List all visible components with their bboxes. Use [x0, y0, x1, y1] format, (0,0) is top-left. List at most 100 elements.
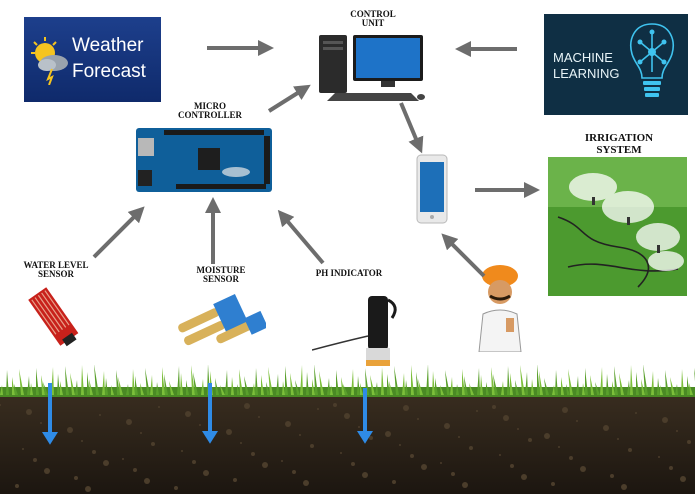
grass-blade: [418, 379, 423, 395]
soil-speck: [44, 468, 50, 474]
moisture-sensor-label: MOISTURE SENSOR: [188, 265, 254, 285]
grass-blade: [539, 371, 543, 395]
grass-blade: [445, 370, 450, 395]
grass-blade: [394, 366, 399, 395]
farmer-icon: [478, 265, 522, 352]
grass-blade: [239, 369, 243, 395]
grass-blade: [306, 372, 309, 395]
grass-blade: [164, 374, 168, 395]
grass-blade: [537, 365, 540, 395]
soil-speck: [233, 478, 237, 482]
grass-blade: [12, 377, 15, 395]
soil-speck: [81, 440, 83, 442]
ph-probe-icon: [312, 296, 397, 366]
grass-blade: [261, 375, 264, 395]
grass-blade: [285, 366, 288, 395]
grass-blade: [612, 381, 615, 395]
grass-blade: [268, 367, 273, 395]
grass-blade: [57, 374, 60, 395]
soil-speck: [199, 424, 201, 426]
water-level-sensor-label: WATER LEVEL SENSOR: [16, 260, 96, 280]
grass-blade: [440, 385, 444, 395]
grass-blade: [416, 372, 420, 395]
weather-title-line2: Forecast: [72, 61, 146, 82]
soil-speck: [181, 450, 183, 452]
grass-blade: [641, 379, 645, 395]
grass-blade: [156, 382, 159, 395]
grass-blade: [351, 369, 354, 395]
grass-blade: [675, 384, 678, 395]
soil-speck: [628, 448, 632, 452]
grass-blade: [566, 384, 570, 395]
soil-speck: [85, 486, 91, 492]
grass-blade: [231, 377, 234, 395]
grass-blade: [426, 365, 429, 395]
arrow-ph-to-controller: [277, 209, 325, 265]
soil-speck: [440, 462, 442, 464]
grass-blade: [531, 379, 534, 395]
soil-speck: [492, 405, 496, 409]
grass-blade: [180, 373, 183, 395]
soil-speck: [158, 406, 160, 408]
soil-speck: [226, 429, 232, 435]
weather-forecast-panel: Weather Forecast: [24, 17, 161, 102]
soil-speck: [635, 412, 637, 414]
micro-controller-label-line2: CONTROLLER: [177, 110, 242, 121]
arduino-board-icon: [136, 128, 272, 192]
grass-blade: [387, 374, 390, 395]
soil-speck: [444, 423, 450, 429]
control-unit-label: CONTROL UNIT: [338, 9, 408, 29]
soil-speck: [569, 456, 573, 460]
weather-title-line1: Weather: [72, 35, 144, 56]
grass-blade: [619, 373, 624, 395]
soil-speck: [203, 470, 209, 476]
grass-blade: [343, 384, 348, 395]
soil-speck: [676, 430, 678, 432]
grass-blade: [657, 378, 660, 395]
grass-strip: [0, 387, 695, 397]
grass-blade: [94, 365, 99, 395]
soil-speck: [544, 433, 550, 439]
irrigation-system-label-line2: SYSTEM: [596, 143, 642, 156]
grass-blade: [312, 379, 315, 395]
soil-speck: [451, 472, 455, 476]
grass-blade: [220, 385, 225, 395]
grass-blade: [105, 378, 108, 395]
ml-title-line2: LEARNING: [553, 66, 620, 81]
grass-blade: [493, 374, 498, 395]
soil-speck: [458, 436, 460, 438]
soil-speck: [503, 415, 509, 421]
soil-speck: [662, 417, 668, 423]
grass-blade: [60, 381, 63, 395]
soil-speck: [617, 438, 619, 440]
grass-blade: [405, 380, 408, 395]
grass-blade: [300, 365, 303, 395]
grass-blade: [590, 375, 594, 395]
grass-blade: [585, 368, 588, 395]
grass-blade: [681, 369, 684, 395]
grass-blade: [665, 370, 669, 395]
arrow-farmer-to-phone: [441, 233, 486, 278]
soil-speck: [292, 470, 296, 474]
grass-blade: [276, 374, 279, 395]
grass-blade: [435, 378, 438, 395]
grass-blade: [186, 380, 189, 395]
grass-blade: [314, 365, 318, 395]
grass-blade: [140, 383, 144, 395]
soil-speck: [551, 482, 555, 486]
grass-blade: [177, 366, 180, 395]
micro-controller-label: MICRO CONTROLLER: [168, 101, 252, 121]
water-level-sensor-label-line1: WATER LEVEL: [23, 260, 89, 270]
grass-blade: [555, 370, 558, 395]
soil-speck: [351, 462, 355, 466]
soil-speck: [281, 460, 283, 462]
grass-blade: [432, 371, 435, 395]
grass-blade: [582, 383, 585, 395]
grass-blade: [411, 365, 414, 395]
grass-blade: [327, 378, 330, 395]
soil-speck: [603, 425, 609, 431]
soil-speck: [103, 460, 109, 466]
soil-speck: [417, 418, 419, 420]
soil-speck: [399, 444, 401, 446]
grass-blade: [89, 379, 93, 395]
